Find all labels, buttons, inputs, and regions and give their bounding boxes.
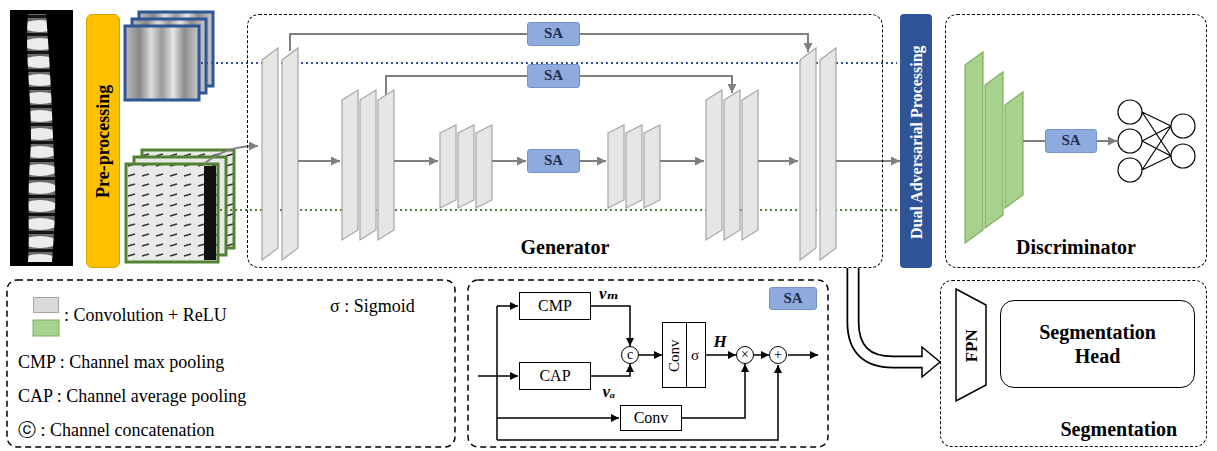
hollow-arrow (853, 268, 940, 377)
node-label: SA (544, 25, 563, 42)
conv-layer (342, 90, 394, 240)
node-label: SA (544, 67, 563, 84)
fpn-outline (956, 289, 986, 401)
signal-arrow (639, 354, 662, 356)
nn-neuron (1171, 114, 1195, 138)
ultrasound-image (126, 164, 218, 262)
signal-arrow (706, 354, 736, 356)
input-arrow (205, 146, 258, 163)
conv-layer (800, 48, 836, 260)
generator-region: Generator SA SA SA (247, 14, 883, 268)
conv-layer (608, 125, 660, 208)
flow-line (836, 160, 883, 162)
spine-image (10, 10, 73, 266)
conv-sigmoid-box: Convσ (662, 322, 706, 388)
legend-text: σ : Sigmoid (330, 296, 415, 318)
node-label: SA (783, 290, 802, 307)
segmentation-head: Segmentation Head (1000, 300, 1195, 388)
legend-swatch (33, 320, 59, 336)
nn-neuron (1118, 100, 1142, 124)
hollow-arrow-outline (853, 268, 923, 362)
legend-text: CAP : Channel average pooling (18, 386, 246, 408)
input-line (496, 306, 498, 440)
segmentation-region: Segmentation FPN Segmentation Head (940, 280, 1207, 447)
disc-conv-layer (965, 52, 1023, 243)
nn-links (1142, 112, 1171, 170)
legend-text: ⓒ : Channel concatenation (18, 420, 214, 442)
nn-neuron (1171, 144, 1195, 168)
legend-swatch (33, 297, 59, 313)
input-line (497, 417, 619, 419)
sa-block: SA (1045, 129, 1097, 152)
flow-arrow (580, 160, 606, 162)
conv-box: Conv (620, 405, 682, 431)
discriminator-region: Discriminator SA (945, 14, 1207, 268)
signal-arrow (591, 306, 630, 346)
xray-image (125, 26, 199, 100)
input-line (478, 375, 518, 377)
node-label: σ (691, 347, 699, 364)
node-label: Pre-processing (93, 85, 114, 198)
signal-arrow (754, 354, 769, 356)
flow-arrow (660, 160, 704, 162)
add-node: + (769, 346, 787, 364)
multiply-node: × (736, 346, 754, 364)
node-label: FPN (961, 329, 981, 362)
sa-block: SA (527, 64, 580, 87)
output-line (788, 354, 818, 356)
conv-layer (706, 90, 758, 240)
node-label: Conv (634, 409, 669, 427)
sa-block: SA (527, 149, 580, 172)
sa-block: SA (527, 22, 580, 45)
conv-layer (262, 48, 298, 260)
fpn-block: FPN (955, 288, 987, 402)
node-label: CMP (538, 297, 572, 315)
edge-label: vₐ (601, 382, 618, 401)
flow-arrow (758, 160, 798, 162)
node-label: SA (1061, 132, 1080, 149)
signal-arrow (591, 364, 630, 376)
node-label: Dual Adversarial Processing (907, 45, 925, 238)
node-label: CAP (539, 367, 570, 385)
flow-arrow (492, 160, 526, 162)
node-label: Discriminator (1016, 236, 1136, 259)
legend-text: : Convolution + ReLU (64, 305, 227, 327)
dotted-path (220, 209, 897, 211)
hollow-arrow-inner (853, 268, 923, 362)
adversarial-bar: Dual Adversarial Processing (900, 14, 932, 268)
concat-circle: c (621, 346, 639, 364)
flow-arrow (394, 160, 438, 162)
preprocessing-bar: Pre-processing (86, 14, 120, 268)
node-label: SA (544, 152, 563, 169)
node-label: Segmentation Head (1028, 320, 1168, 368)
conv-layer (440, 125, 492, 208)
node-label: Segmentation (1061, 418, 1178, 441)
ultrasound-shadow (204, 166, 216, 260)
hollow-arrow-head (922, 347, 940, 377)
node-label: × (741, 348, 749, 362)
sa-tag: SA (769, 287, 817, 310)
flow-arrow (1097, 140, 1117, 142)
flow-line (1023, 140, 1045, 142)
edge-label: H (712, 332, 729, 351)
spine-vertebrae (27, 14, 55, 262)
node-label: Generator (521, 236, 610, 259)
node-label: Conv (665, 339, 682, 372)
sa-panel (468, 280, 828, 447)
pooling-box: CAP (519, 362, 591, 390)
node-label: + (774, 348, 782, 362)
node-label: c (627, 348, 633, 362)
input-line (497, 305, 518, 307)
flow-arrow (298, 160, 340, 162)
flow-arrow (883, 160, 900, 162)
legend-panel (7, 280, 455, 447)
legend-text: CMP : Channel max pooling (18, 352, 224, 374)
nn-neuron (1118, 129, 1142, 153)
edge-label: vₘ (597, 284, 621, 303)
pooling-box: CMP (519, 292, 591, 320)
nn-neuron (1118, 158, 1142, 182)
